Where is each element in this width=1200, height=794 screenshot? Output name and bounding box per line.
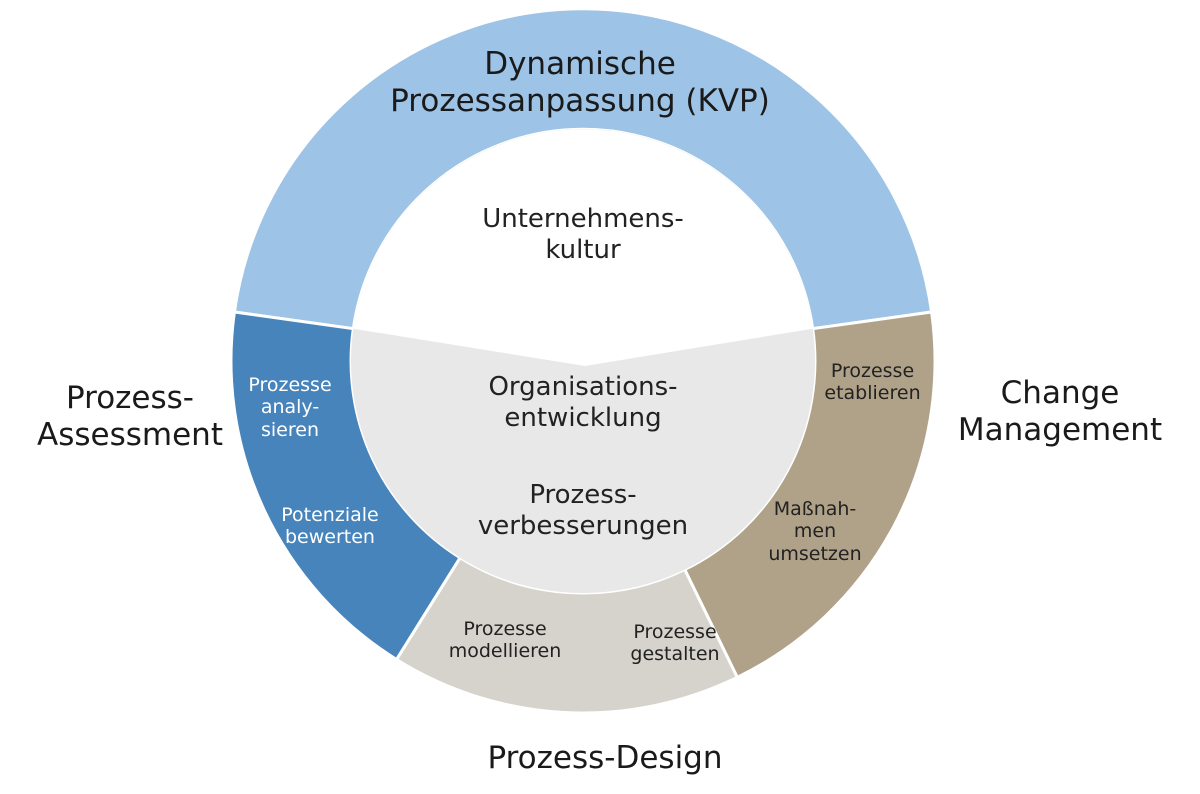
label-process-assessment: Prozess-Assessment bbox=[37, 380, 223, 453]
label-company-culture: Unternehmens-kultur bbox=[482, 204, 684, 265]
label-process-design: Prozess-Design bbox=[487, 740, 723, 776]
label-organisational-development: Organisations-entwicklung bbox=[488, 372, 678, 433]
label-process-improvements: Prozess-verbesserungen bbox=[477, 480, 689, 541]
inner-circle-upper bbox=[353, 129, 813, 366]
